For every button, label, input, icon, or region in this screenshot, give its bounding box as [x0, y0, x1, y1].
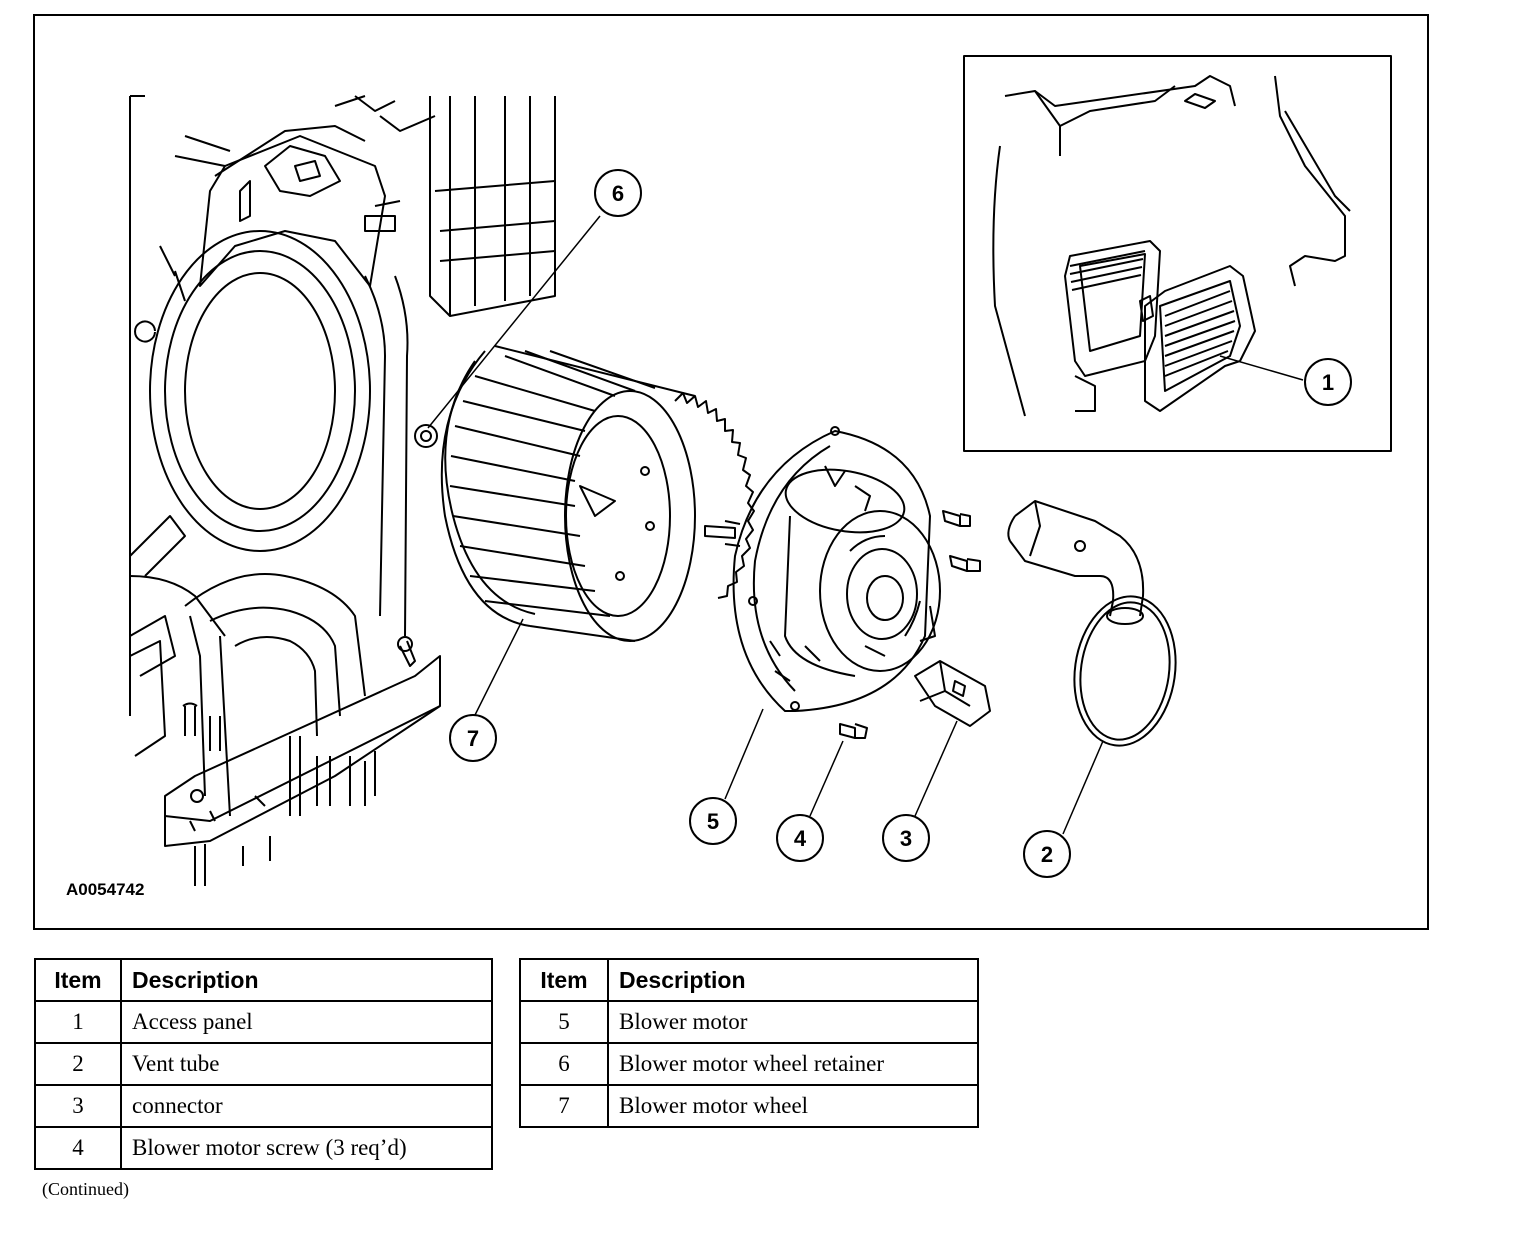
callout-5: 5 [689, 797, 737, 845]
blower-motor-exploded-diagram: 1 2 3 4 5 6 7 [129, 55, 1392, 886]
callout-6-label: 6 [612, 181, 624, 206]
connector [914, 660, 991, 727]
item-number: 7 [519, 1084, 609, 1128]
blower-motor [704, 426, 941, 712]
legend-table-right: Item Description 5 Blower motor 6 Blower… [519, 958, 979, 1128]
item-description: Vent tube [120, 1042, 493, 1086]
blower-motor-wheel [440, 345, 755, 642]
callout-1: 1 [1304, 358, 1352, 406]
table-row: 2 Vent tube [34, 1042, 493, 1086]
callout-2-label: 2 [1041, 842, 1053, 867]
table-row: 5 Blower motor [519, 1000, 979, 1044]
table-row: 6 Blower motor wheel retainer [519, 1042, 979, 1086]
item-number: 5 [519, 1000, 609, 1044]
item-number: 1 [34, 1000, 122, 1044]
inset-access-panel-view [963, 55, 1392, 452]
callout-4-label: 4 [794, 826, 807, 851]
item-number: 6 [519, 1042, 609, 1086]
callout-7-label: 7 [467, 726, 479, 751]
item-description: connector [120, 1084, 493, 1128]
callout-3-label: 3 [900, 826, 912, 851]
callout-6: 6 [594, 169, 642, 217]
legend-table-left: Item Description 1 Access panel 2 Vent t… [34, 958, 493, 1170]
callout-4: 4 [776, 814, 824, 862]
item-description: Blower motor screw (3 req’d) [120, 1126, 493, 1170]
callout-3: 3 [882, 814, 930, 862]
exploded-diagram-frame: 1 2 3 4 5 6 7 [33, 14, 1429, 930]
item-number: 2 [34, 1042, 122, 1086]
item-description: Blower motor wheel retainer [607, 1042, 979, 1086]
table-row: 4 Blower motor screw (3 req’d) [34, 1126, 493, 1170]
legend-header-row: Item Description [34, 958, 493, 1002]
blower-motor-wheel-retainer [414, 424, 438, 448]
continued-note: (Continued) [42, 1179, 129, 1199]
column-header-description: Description [607, 958, 979, 1002]
item-number: 4 [34, 1126, 122, 1170]
item-number: 3 [34, 1084, 122, 1128]
callout-2: 2 [1023, 830, 1071, 878]
item-description: Access panel [120, 1000, 493, 1044]
table-row: 3 connector [34, 1084, 493, 1128]
figure-id: A0054742 [66, 880, 145, 899]
table-row: 1 Access panel [34, 1000, 493, 1044]
blower-motor-screws [839, 510, 981, 739]
column-header-description: Description [120, 958, 493, 1002]
legend-header-row: Item Description [519, 958, 979, 1002]
blower-housing [129, 95, 556, 886]
column-header-item: Item [34, 958, 122, 1002]
column-header-item: Item [519, 958, 609, 1002]
leader-lines [427, 215, 1304, 835]
callout-7: 7 [449, 714, 497, 762]
callout-1-label: 1 [1322, 370, 1334, 395]
item-description: Blower motor [607, 1000, 979, 1044]
table-row: 7 Blower motor wheel [519, 1084, 979, 1128]
vent-tube [1007, 500, 1177, 747]
item-description: Blower motor wheel [607, 1084, 979, 1128]
callout-5-label: 5 [707, 809, 719, 834]
